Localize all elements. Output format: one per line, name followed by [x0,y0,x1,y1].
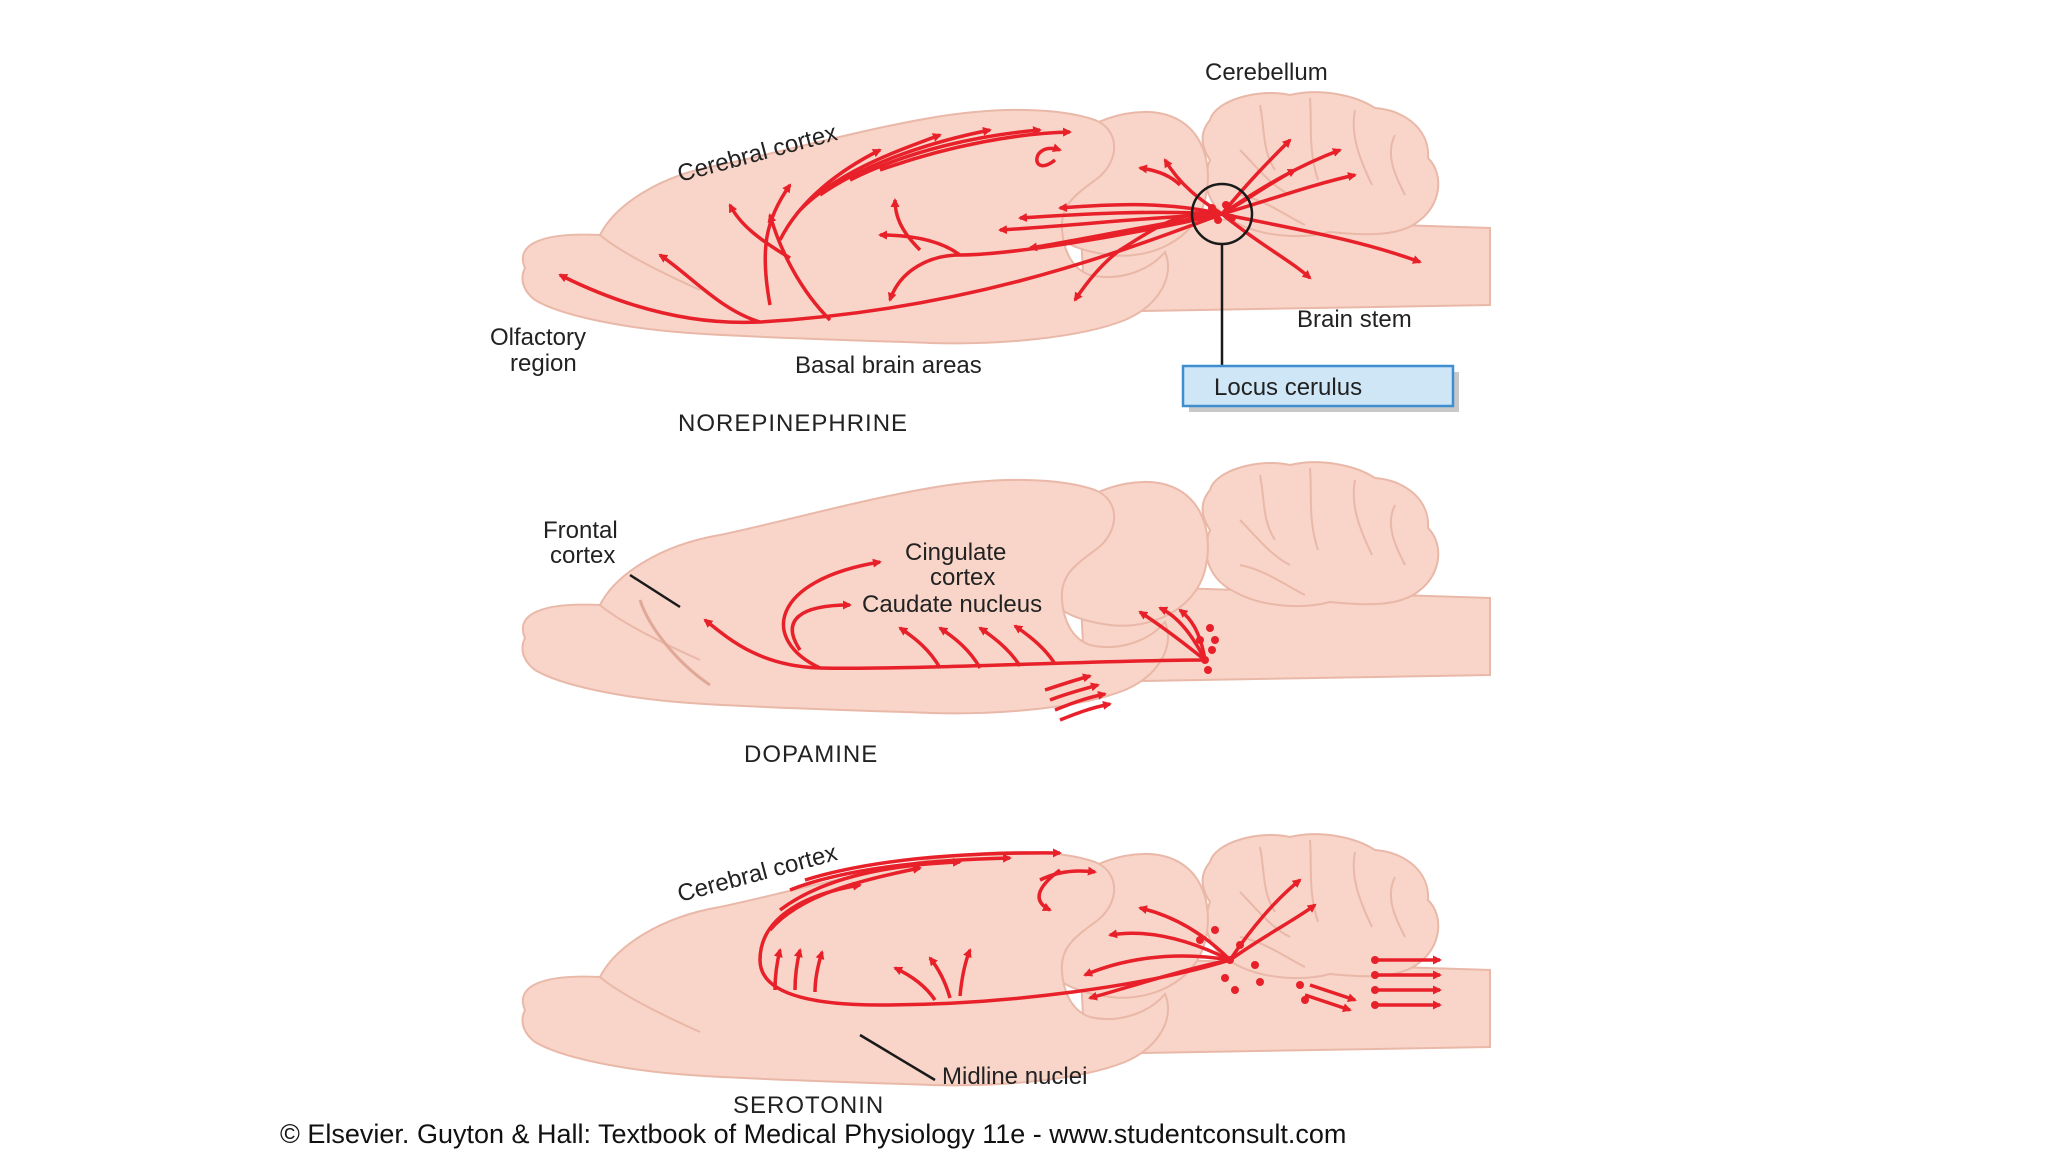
label-cerebellum: Cerebellum [1205,59,1328,86]
label-frontal-line1: Frontal [543,517,618,544]
serotonin-panel: Cerebral cortex Midline nuclei SEROTONIN [521,833,1491,1119]
copyright-caption: © Elsevier. Guyton & Hall: Textbook of M… [280,1119,1346,1149]
label-olfactory-line2: region [510,350,577,377]
dopamine-panel: Frontal cortex Cingulate cortex Caudate … [521,461,1491,768]
midline-nuclei-leader-line [859,1033,936,1082]
label-caudate-nucleus: Caudate nucleus [862,591,1042,618]
label-basal-brain-areas: Basal brain areas [795,352,982,379]
label-olfactory-line1: Olfactory [490,324,586,351]
brain-outline-icon [521,833,1491,1087]
label-midline-nuclei: Midline nuclei [942,1063,1087,1090]
norepinephrine-pathways [558,126,1422,325]
dopamine-pathways [703,558,1207,722]
label-cingulate-line1: Cingulate [905,539,1006,566]
label-cingulate-line2: cortex [930,564,995,591]
serotonin-nuclei [1196,926,1379,1009]
frontal-sulcus-line [638,599,711,687]
serotonin-pathways [758,848,1442,1013]
label-locus-cerulus: Locus cerulus [1214,374,1362,401]
panel-title-dopamine: DOPAMINE [744,741,878,768]
panel-title-serotonin: SEROTONIN [733,1092,884,1119]
panel-title-norepinephrine: NOREPINEPHRINE [678,410,908,437]
locus-cerulus-callout: Locus cerulus [1181,364,1459,412]
label-frontal-line2: cortex [550,542,615,569]
label-brain-stem: Brain stem [1297,306,1412,333]
frontal-cortex-leader-line [629,573,681,609]
dopamine-nuclei [1196,624,1219,674]
brain-outline-icon [521,461,1491,715]
norepinephrine-panel: Cerebellum Cerebral cortex Olfactory reg… [490,59,1491,437]
